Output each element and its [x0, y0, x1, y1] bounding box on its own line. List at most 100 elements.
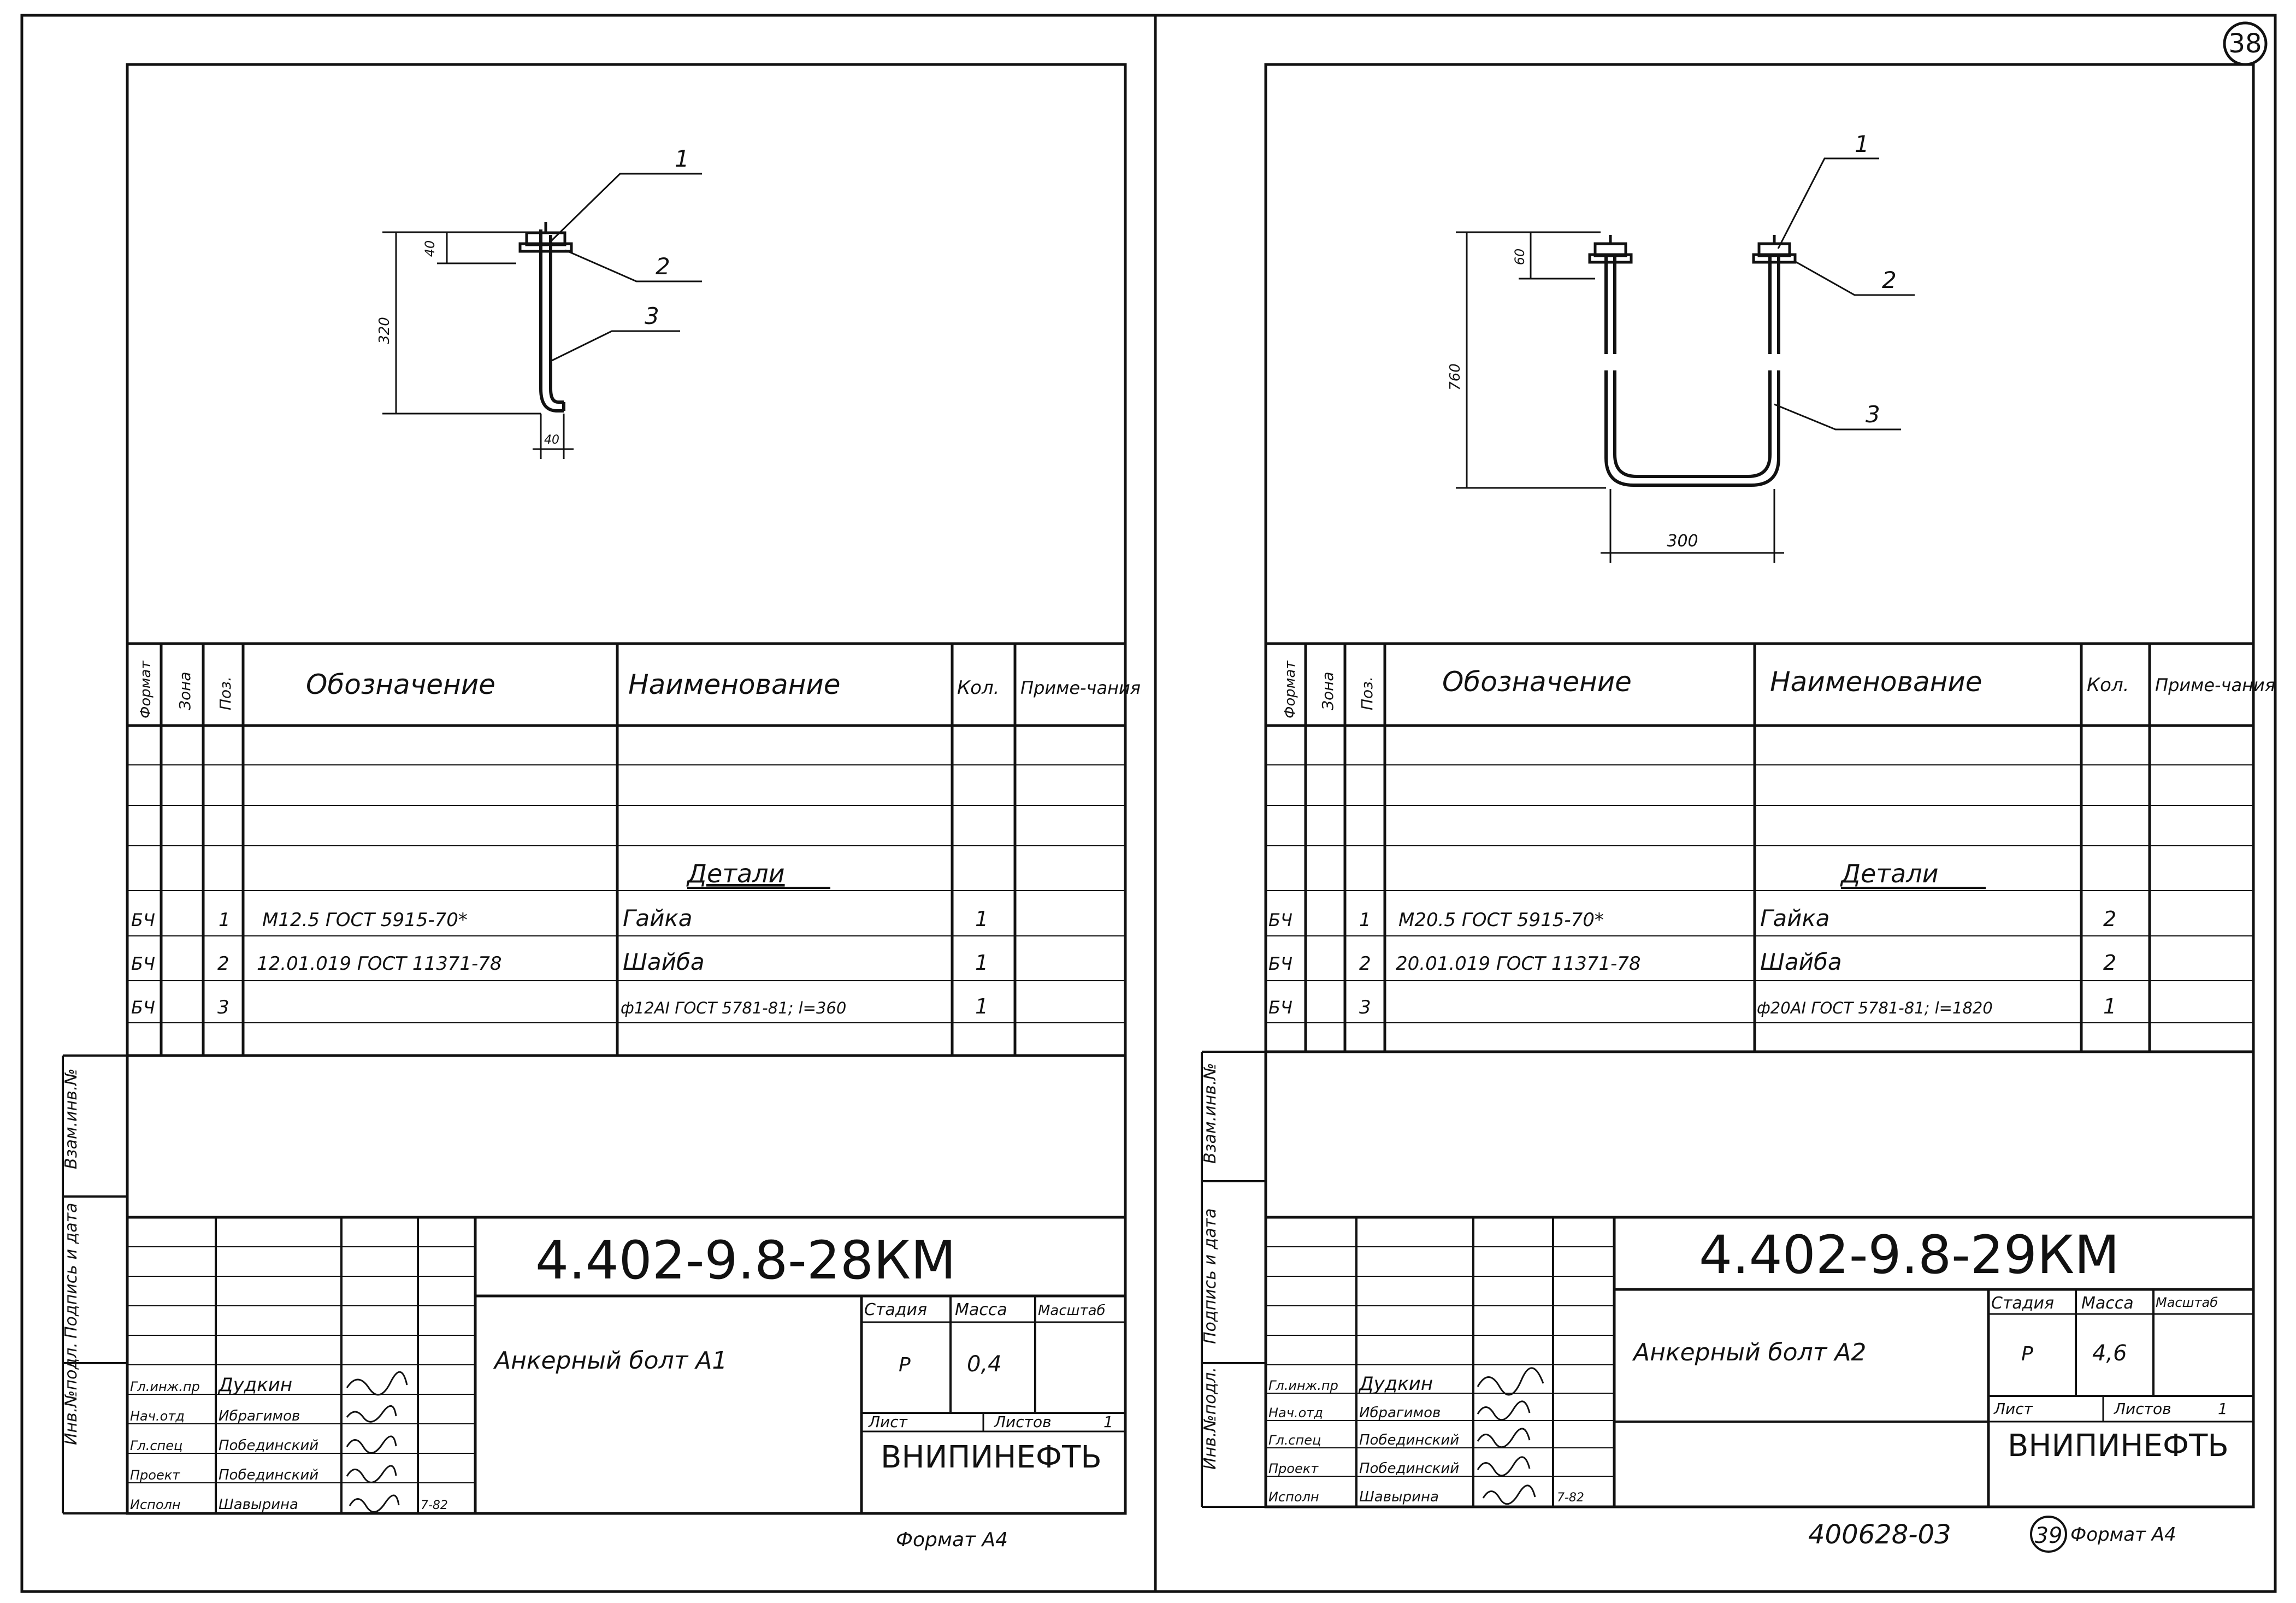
right-person-5: Шавырина: [1359, 1489, 1439, 1505]
right-role-3: Гл.спец: [1268, 1433, 1321, 1448]
page-number: 38: [2228, 28, 2262, 59]
left-signature-2: [346, 1405, 397, 1423]
right-header-note: Приме-чания: [2155, 675, 2275, 696]
left-signature-4: [346, 1465, 397, 1483]
left-row3-format: БЧ: [131, 997, 155, 1018]
right-sheet-label: Лист: [1993, 1400, 2033, 1418]
left-section-details: Детали: [686, 859, 785, 888]
left-bolt-drawing: 320 40 40 1 2 3: [376, 145, 702, 459]
right-inner-frame: [1264, 63, 2255, 1508]
left-row2-qty: 1: [975, 951, 988, 975]
right-row3-format: БЧ: [1268, 997, 1292, 1018]
left-row3-name: ф12АI ГОСТ 5781-81; l=360: [621, 999, 846, 1017]
right-role-2: Нач.отд: [1268, 1405, 1323, 1421]
right-role-4: Проект: [1268, 1461, 1319, 1476]
left-header-name: Наименование: [628, 669, 841, 700]
left-row3-pos: 3: [217, 997, 229, 1018]
right-signature-2: [1477, 1400, 1531, 1421]
right-callout-2: 2: [1882, 267, 1897, 293]
right-spec-table: Формат Зона Поз. Обозначение Наименовани…: [1266, 644, 2275, 1053]
right-stamp-circle: [2030, 1516, 2067, 1553]
left-scale-header: Масштаб: [1038, 1303, 1106, 1319]
left-row2-name: Шайба: [623, 948, 705, 975]
right-section-details: Детали: [1840, 859, 1939, 888]
left-row1-pos: 1: [219, 909, 231, 931]
right-bolt-drawing: 760 60 300 1 2 3: [1447, 131, 1915, 563]
right-signature-1: [1477, 1367, 1544, 1396]
left-signature-1: [346, 1371, 408, 1396]
right-date: 7-82: [1557, 1491, 1584, 1505]
left-person-1: Дудкин: [217, 1374, 292, 1396]
left-date: 7-82: [421, 1499, 448, 1512]
left-header-format: Формат: [138, 661, 154, 718]
right-sheet: Инв.№подл. Подпись и дата Взам.инв.№ 760: [1201, 63, 2275, 1553]
left-role-3: Гл.спец: [130, 1438, 182, 1453]
right-callout-3: 3: [1866, 401, 1880, 428]
left-label-inv-orig: Инв.№подл.: [62, 1342, 81, 1445]
right-role-1: Гл.инж.пр: [1268, 1378, 1338, 1393]
right-drawing-code: 4.402-9.8-29КМ: [1699, 1224, 2120, 1286]
right-sheets-label: Листов: [2114, 1400, 2171, 1418]
left-sheets-label: Листов: [994, 1413, 1052, 1431]
left-role-2: Нач.отд: [130, 1408, 185, 1424]
right-person-2: Ибрагимов: [1359, 1405, 1441, 1421]
left-drawing-code: 4.402-9.8-28КМ: [535, 1230, 956, 1291]
right-org: ВНИПИНЕФТЬ: [2008, 1428, 2229, 1464]
left-mass-value: 0,4: [967, 1352, 1002, 1377]
left-dim-top: 40: [422, 240, 438, 257]
left-header-pos: Поз.: [216, 676, 234, 710]
page-border: [20, 14, 2277, 1593]
right-scale-header: Масштаб: [2156, 1295, 2218, 1310]
left-dim-hook: 40: [544, 433, 559, 447]
left-spec-table: Формат Зона Поз. Обозначение Наименовани…: [127, 644, 1141, 1057]
left-row2-pos: 2: [217, 953, 229, 975]
right-row3-name: ф20АI ГОСТ 5781-81; l=1820: [1757, 999, 1993, 1017]
right-stage-header: Стадия: [1991, 1294, 2054, 1313]
right-row3-qty: 1: [2103, 994, 2116, 1018]
left-person-4: Побединский: [219, 1467, 318, 1483]
right-mass-value: 4,6: [2092, 1341, 2127, 1366]
left-title-block: 4.402-9.8-28КМ Анкерный болт А1 Стадия М…: [127, 1216, 1125, 1551]
left-signature-3: [346, 1435, 397, 1454]
left-person-3: Побединский: [219, 1437, 318, 1454]
left-row1-designation: М12.5 ГОСТ 5915-70*: [262, 909, 468, 931]
right-title-block: 4.402-9.8-29КМ Анкерный болт А2 Стадия М…: [1266, 1216, 2253, 1553]
right-signature-4: [1477, 1456, 1531, 1477]
left-dim-total: 320: [376, 317, 393, 344]
left-label-sign-date: Подпись и дата: [62, 1203, 81, 1339]
right-dim-total: 760: [1447, 363, 1463, 391]
right-label-sign-date: Подпись и дата: [1201, 1209, 1220, 1345]
left-inner-frame: [126, 63, 1127, 1515]
left-stage-header: Стадия: [864, 1300, 927, 1319]
right-drawing-title: Анкерный болт А2: [1632, 1339, 1866, 1366]
right-sheets-count: 1: [2218, 1400, 2228, 1418]
left-mass-header: Масса: [955, 1300, 1007, 1319]
right-row1-format: БЧ: [1268, 910, 1292, 930]
right-mass-header: Масса: [2081, 1294, 2134, 1313]
left-header-designation: Обозначение: [306, 669, 495, 700]
right-header-name: Наименование: [1770, 666, 1982, 698]
left-person-5: Шавырина: [219, 1496, 298, 1513]
left-header-note: Приме-чания: [1020, 677, 1141, 698]
right-person-3: Побединский: [1359, 1432, 1459, 1448]
left-sheet: Инв.№подл. Подпись и дата Взам.инв.№ 320…: [62, 63, 1141, 1551]
left-callout-2: 2: [656, 253, 670, 280]
right-row1-name: Гайка: [1760, 905, 1830, 932]
right-dim-top: 60: [1512, 249, 1527, 266]
left-format-label: Формат А4: [896, 1529, 1008, 1551]
left-callout-1: 1: [675, 145, 689, 172]
right-signature-5: [1482, 1484, 1536, 1505]
right-row1-pos: 1: [1359, 909, 1371, 931]
left-org: ВНИПИНЕФТЬ: [881, 1440, 1102, 1475]
right-stage-value: Р: [2021, 1343, 2033, 1365]
right-row2-format: БЧ: [1268, 953, 1292, 974]
left-row3-qty: 1: [975, 994, 988, 1018]
right-row2-designation: 20.01.019 ГОСТ 11371-78: [1396, 953, 1641, 975]
right-row2-qty: 2: [2103, 951, 2116, 975]
left-row1-qty: 1: [975, 907, 988, 931]
left-row1-format: БЧ: [131, 910, 155, 930]
left-header-zone: Зона: [176, 671, 194, 710]
right-stamp-number: 39: [2035, 1523, 2063, 1548]
